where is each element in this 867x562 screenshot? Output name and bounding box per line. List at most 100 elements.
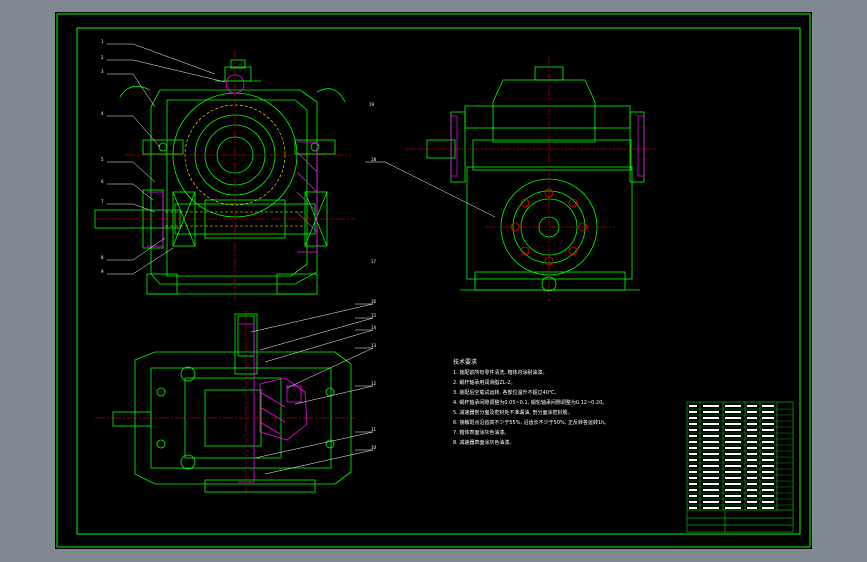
parts-list-entry-mark xyxy=(725,441,741,443)
parts-list-entry-mark xyxy=(747,483,757,485)
parts-list-entry-mark xyxy=(703,465,719,467)
balloon-label: 15 xyxy=(371,313,377,318)
parts-list-entry-mark xyxy=(762,459,774,461)
parts-list-entry-mark xyxy=(762,423,774,425)
parts-list-entry-mark xyxy=(762,489,774,491)
parts-list-entry-mark xyxy=(703,489,719,491)
parts-list-entry-mark xyxy=(747,441,757,443)
tech-req-item: 5. 减速器剖分面及密封处不准漏油, 剖分面涂密封胶。 xyxy=(453,409,573,416)
parts-list-entry-mark xyxy=(725,459,741,461)
parts-list-entry-mark xyxy=(703,441,719,443)
balloon-label: 1 xyxy=(101,39,104,44)
parts-list-entry-mark xyxy=(725,465,741,467)
parts-list-entry-mark xyxy=(747,477,757,479)
outer-frame xyxy=(56,13,811,548)
front-section-view xyxy=(94,59,346,295)
parts-list-entry-mark xyxy=(689,507,697,509)
balloon-label: 4 xyxy=(101,111,104,116)
parts-list-entry-mark xyxy=(689,417,697,419)
parts-list-entry-mark xyxy=(703,459,719,461)
parts-list-entry-mark xyxy=(762,447,774,449)
balloon-label: 7 xyxy=(101,199,104,204)
parts-list-entries xyxy=(689,405,774,509)
parts-list-entry-mark xyxy=(725,507,741,509)
front-centerlines xyxy=(95,50,355,302)
tech-req-item: 4. 蜗杆轴承间隙调整为0.05~0.1, 蜗轮轴承间隙调整为0.12~0.20… xyxy=(453,399,607,406)
balloon-label: 18 xyxy=(371,157,377,162)
parts-list-entry-mark xyxy=(703,477,719,479)
parts-list-entry-mark xyxy=(762,507,774,509)
parts-list-entry-mark xyxy=(747,417,757,419)
parts-list-entry-mark xyxy=(725,477,741,479)
parts-list-entry-mark xyxy=(703,417,719,419)
parts-list-entry-mark xyxy=(762,405,774,407)
parts-list-entry-mark xyxy=(689,459,697,461)
parts-list-entry-mark xyxy=(762,429,774,431)
parts-list-entry-mark xyxy=(703,501,719,503)
tech-req-item: 3. 装配后空载试运转, 各部位温升不超过40℃。 xyxy=(453,389,560,396)
inner-frame xyxy=(76,27,801,535)
parts-list-entry-mark xyxy=(762,471,774,473)
parts-list-entry-mark xyxy=(689,429,697,431)
parts-list-entry-mark xyxy=(725,417,741,419)
balloon-label: 10 xyxy=(371,445,377,450)
top-view xyxy=(112,313,352,493)
parts-list-entry-mark xyxy=(747,411,757,413)
parts-list-entry-mark xyxy=(703,447,719,449)
parts-list-entry-mark xyxy=(747,453,757,455)
balloon-label: 19 xyxy=(369,102,375,107)
front-section-hatching xyxy=(147,74,318,253)
parts-list-entry-mark xyxy=(689,405,697,407)
parts-list-entry-mark xyxy=(762,441,774,443)
parts-list-entry-mark xyxy=(689,477,697,479)
parts-list-entry-mark xyxy=(762,453,774,455)
parts-list-entry-mark xyxy=(725,411,741,413)
parts-list-entry-mark xyxy=(725,495,741,497)
parts-list-entry-mark xyxy=(689,471,697,473)
parts-list-entry-mark xyxy=(703,483,719,485)
tech-req-item: 1. 装配前所有零件清洗, 箱体内涂耐油漆。 xyxy=(453,369,548,376)
parts-list-entry-mark xyxy=(747,471,757,473)
parts-list-entry-mark xyxy=(703,423,719,425)
parts-list-entry-mark xyxy=(762,501,774,503)
parts-list xyxy=(686,401,794,533)
parts-list-entry-mark xyxy=(703,495,719,497)
parts-list-entry-mark xyxy=(725,447,741,449)
parts-list-entry-mark xyxy=(689,423,697,425)
parts-list-entry-mark xyxy=(762,477,774,479)
balloon-label: 16 xyxy=(371,299,377,304)
parts-list-entry-mark xyxy=(725,435,741,437)
tech-req-items: 1. 装配前所有零件清洗, 箱体内涂耐油漆。2. 蜗杆轴承用润滑脂ZL-2。3.… xyxy=(453,369,609,446)
parts-list-entry-mark xyxy=(747,429,757,431)
parts-list-entry-mark xyxy=(725,405,741,407)
balloon-label: 14 xyxy=(371,325,377,330)
parts-list-entry-mark xyxy=(703,453,719,455)
parts-list-entry-mark xyxy=(747,501,757,503)
parts-list-entry-mark xyxy=(725,453,741,455)
parts-list-rows xyxy=(687,408,793,506)
parts-list-entry-mark xyxy=(725,471,741,473)
parts-list-entry-mark xyxy=(747,507,757,509)
parts-list-entry-mark xyxy=(762,465,774,467)
parts-list-entry-mark xyxy=(747,435,757,437)
parts-list-entry-mark xyxy=(725,429,741,431)
balloon-label: 2 xyxy=(101,55,104,60)
balloon-label: 3 xyxy=(101,69,104,74)
side-centerlines xyxy=(405,57,655,302)
parts-list-entry-mark xyxy=(725,501,741,503)
parts-list-entry-mark xyxy=(725,489,741,491)
tech-req-item: 6. 接触斑点沿齿高不少于55%, 沿齿长不少于50%, 正反转各运转1h。 xyxy=(453,419,609,426)
balloon-label: 13 xyxy=(371,343,377,348)
parts-list-entry-mark xyxy=(725,483,741,485)
parts-list-entry-mark xyxy=(703,471,719,473)
parts-list-entry-mark xyxy=(747,423,757,425)
side-leader xyxy=(365,161,496,218)
tech-req-item: 8. 减速器表面涂灰色油漆。 xyxy=(453,439,514,446)
parts-list-entry-mark xyxy=(747,495,757,497)
parts-list-entry-mark xyxy=(689,453,697,455)
balloon-label: 5 xyxy=(101,157,104,162)
parts-list-entry-mark xyxy=(703,429,719,431)
